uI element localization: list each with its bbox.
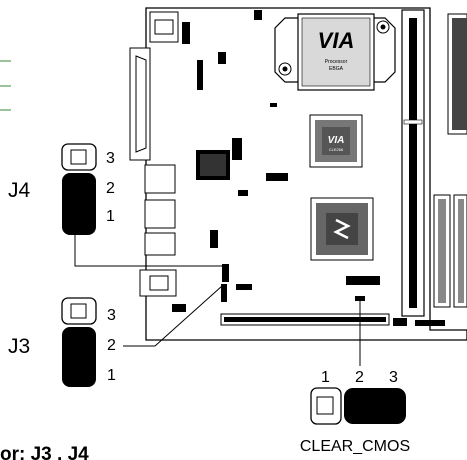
j3-label: J3	[8, 335, 30, 358]
northbridge-text: CLE266	[329, 147, 344, 152]
j4-pin-2: 2	[106, 180, 115, 197]
clear-cmos-label: CLEAR_CMOS	[300, 438, 410, 455]
atx-power-connector	[447, 13, 467, 135]
j3-leader-line	[123, 285, 223, 347]
rear-io-connectors	[129, 11, 179, 297]
cmos-pin-2: 2	[355, 369, 364, 386]
dimm-slot	[401, 9, 425, 317]
small-headers	[172, 10, 445, 326]
j4-leader-line	[74, 235, 222, 267]
clear-cmos-jumper-block	[310, 387, 406, 425]
j4-label: J4	[8, 179, 31, 202]
j4-pin-3: 3	[106, 150, 115, 167]
processor-line2: EBGA	[329, 66, 344, 72]
lan-chip	[196, 150, 230, 180]
northbridge-chip	[309, 114, 363, 168]
j4-pin-1: 1	[106, 208, 115, 225]
j3-jumper-block	[61, 297, 97, 387]
processor-chip	[274, 13, 396, 91]
left-leader-lines	[0, 60, 11, 111]
cmos-pin-3: 3	[389, 369, 398, 386]
southbridge-chip	[310, 197, 374, 261]
j4-jumper-block	[61, 143, 97, 235]
northbridge-logo: VIA	[328, 135, 345, 146]
j3-pin-1: 1	[107, 367, 116, 384]
board-outline	[145, 7, 467, 341]
ide-connectors	[433, 194, 467, 308]
cmos-pin-1: 1	[321, 369, 330, 386]
footer-fragment: or: J3 , J4	[0, 444, 89, 460]
processor-line1: Processor	[325, 59, 348, 65]
j3-pin-2: 2	[107, 337, 116, 354]
j4-board-header	[222, 264, 229, 282]
processor-logo: VIA	[318, 28, 355, 53]
pci-slot	[220, 313, 390, 326]
j3-board-header	[221, 284, 227, 302]
j3-pin-3: 3	[107, 307, 116, 324]
bios-chip	[346, 276, 380, 285]
